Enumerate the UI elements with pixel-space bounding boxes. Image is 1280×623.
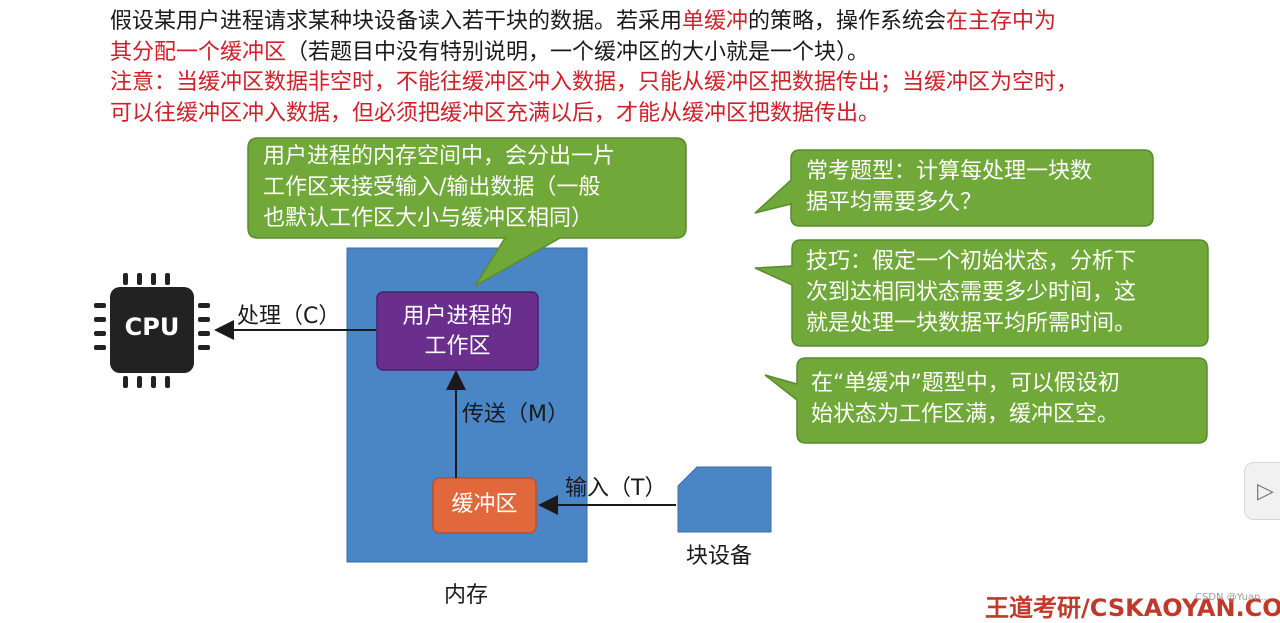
bubble-tip-text: 技巧：假定一个初始状态，分析下 次到达相同状态需要多少时间，这 就是处理一块数据…	[806, 249, 1137, 336]
intro-paragraph: 假设某用户进程请求某种块设备读入若干块的数据。若采用单缓冲的策略，操作系统会在主…	[110, 6, 1056, 68]
note-paragraph: 注意：当缓冲区数据非空时，不能往缓冲区冲入数据，只能从缓冲区把数据传出；当缓冲区…	[110, 67, 1078, 129]
bubble-workarea-text: 用户进程的内存空间中，会分出一片 工作区来接受输入/输出数据（一般 也默认工作区…	[263, 144, 616, 231]
play-icon: ▷	[1257, 479, 1274, 504]
csdn-credit: CSDN @Yuan...	[1195, 592, 1270, 603]
side-panel-tab[interactable]: ▷	[1244, 462, 1280, 520]
input-label: 输入（T）	[565, 476, 667, 501]
bubble-assume	[764, 357, 1208, 444]
bubble-question-text: 常考题型：计算每处理一块数 据平均需要多久？	[806, 159, 1093, 215]
bubble-question	[754, 149, 1154, 227]
bubble-tip	[754, 239, 1209, 347]
cpu-chip-icon	[94, 273, 210, 388]
bubble-assume-text: 在“单缓冲”题型中，可以假设初 始状态为工作区满，缓冲区空。	[811, 371, 1120, 427]
work-area-label: 用户进程的 工作区	[402, 304, 513, 359]
buffer-box	[432, 477, 537, 534]
process-label: 处理（C）	[237, 304, 341, 329]
block-device-label: 块设备	[686, 544, 753, 569]
note-line-2: 可以往缓冲区冲入数据，但必须把缓冲区充满以后，才能从缓冲区把数据传出。	[110, 101, 881, 126]
cpu-label: CPU	[124, 313, 180, 341]
memory-label: 内存	[444, 583, 489, 608]
intro-line-2: 其分配一个缓冲区（若题目中没有特别说明，一个缓冲区的大小就是一个块）。	[110, 40, 870, 65]
transfer-label: 传送（M）	[462, 402, 569, 427]
buffer-label: 缓冲区	[451, 492, 518, 517]
intro-line-1: 假设某用户进程请求某种块设备读入若干块的数据。若采用单缓冲的策略，操作系统会在主…	[110, 9, 1057, 34]
note-line-1: 注意：当缓冲区数据非空时，不能往缓冲区冲入数据，只能从缓冲区把数据传出；当缓冲区…	[110, 70, 1079, 95]
block-device-shape	[677, 466, 772, 533]
bubble-workarea	[247, 137, 687, 287]
